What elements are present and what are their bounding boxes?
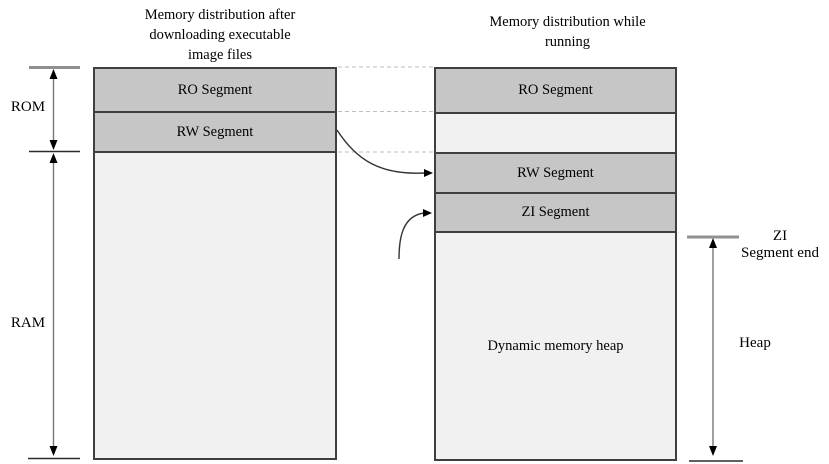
rom-label: ROM: [10, 99, 46, 115]
ro-segment-left-label: RO Segment: [177, 81, 253, 98]
zi-segment-label: ZI Segment: [521, 204, 590, 220]
ram-arrow-down-head: [49, 446, 58, 456]
ram-label: RAM: [10, 315, 46, 331]
ram-empty-area: [95, 153, 335, 458]
runtime-memory-column: RO Segment RW Segment ZI Segment Dynamic…: [434, 67, 677, 461]
rw-segment-left-label: RW Segment: [176, 123, 254, 140]
heap-label: Heap: [739, 335, 771, 351]
ro-segment-right: RO Segment: [436, 69, 675, 114]
zi-segment-end-line-1: ZI: [772, 228, 788, 244]
heap-arrow-up-head: [709, 238, 717, 248]
ro-segment-left: RO Segment: [95, 69, 335, 113]
rw-relocation-arrow: [336, 129, 426, 174]
dynamic-memory-heap: Dynamic memory heap: [436, 233, 675, 459]
dynamic-memory-heap-label: Dynamic memory heap: [487, 337, 624, 354]
left-title-line-1: Memory distribution after: [144, 7, 296, 23]
zi-segment-end-line-2: Segment end: [741, 245, 819, 261]
ro-segment-right-label: RO Segment: [518, 82, 593, 98]
rw-segment-right: RW Segment: [436, 154, 675, 194]
right-title-line-1: Memory distribution while: [489, 14, 646, 30]
rom-arrow-up-head: [49, 69, 58, 79]
rw-segment-left: RW Segment: [95, 113, 335, 153]
zi-segment-end-label: ZI Segment end: [726, 228, 829, 262]
heap-arrow-down-head: [709, 446, 717, 456]
right-title-line-2: running: [544, 34, 591, 50]
rom-image-column: RO Segment RW Segment: [93, 67, 337, 460]
rw-segment-right-label: RW Segment: [517, 164, 594, 181]
reserved-gap-segment: [436, 114, 675, 154]
left-title-line-3: image files: [187, 47, 253, 63]
left-title-line-2: downloading executable: [149, 27, 291, 43]
rw-relocation-arrow-head: [424, 169, 433, 177]
rom-arrow-down-head: [49, 140, 58, 150]
zi-segment: ZI Segment: [436, 194, 675, 233]
zi-pointer-arrow: [398, 212, 425, 260]
right-column-title: Memory distribution while running: [450, 12, 685, 52]
left-column-title: Memory distribution after downloading ex…: [105, 5, 335, 65]
ram-arrow-up-head: [49, 153, 58, 163]
zi-pointer-arrow-head: [423, 209, 432, 217]
